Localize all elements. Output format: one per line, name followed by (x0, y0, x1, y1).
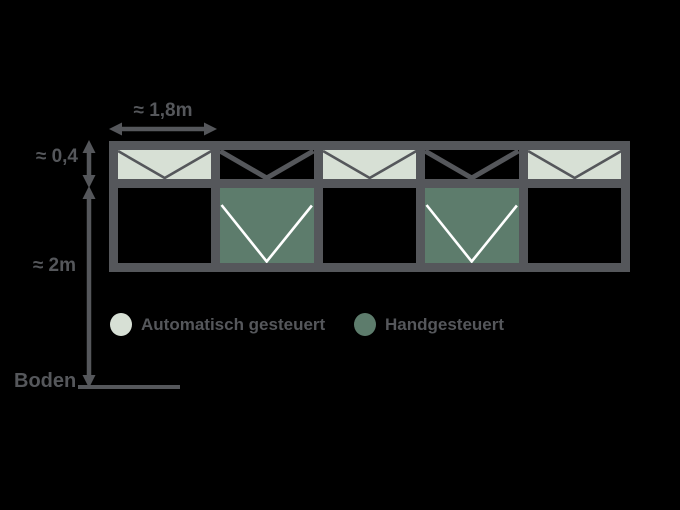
main-window (527, 188, 622, 263)
main-window (220, 188, 314, 263)
panel-width-label: ≈ 1,8m (133, 100, 193, 121)
transom-rail (220, 179, 314, 188)
transom-window (425, 150, 519, 179)
window-panel (527, 150, 622, 263)
legend-item-manual: Handgesteuert (354, 313, 504, 336)
transom-window (220, 150, 314, 179)
transom-rail (527, 179, 622, 188)
transom-window (118, 150, 212, 179)
window-panel (118, 150, 212, 263)
window-height-arrow (82, 186, 96, 388)
transom-rail (322, 179, 417, 188)
legend-label-manual: Handgesteuert (385, 314, 505, 334)
window-panel (220, 150, 314, 263)
width-dimension-arrow (109, 122, 217, 136)
window-height-label: ≈ 2m (32, 255, 76, 276)
transom-rail (425, 179, 519, 188)
legend-label-automatic: Automatisch gesteuert (141, 314, 326, 334)
transom-window (527, 150, 622, 179)
window-panel (425, 150, 519, 263)
transom-height-arrow (82, 140, 96, 188)
window-panel (322, 150, 417, 263)
transom-rail (118, 179, 212, 188)
transom-height-label: ≈ 0,4 (35, 146, 78, 167)
window-frame-inner (118, 150, 622, 263)
transom-window (322, 150, 417, 179)
legend-swatch-manual (354, 313, 376, 336)
legend-item-automatic: Automatisch gesteuert (110, 313, 325, 336)
window-frame (109, 141, 630, 272)
legend-swatch-automatic (110, 313, 132, 336)
main-window (118, 188, 212, 263)
main-window (425, 188, 519, 263)
ground-line (78, 385, 180, 389)
ground-label: Boden (14, 370, 77, 392)
main-window (322, 188, 417, 263)
